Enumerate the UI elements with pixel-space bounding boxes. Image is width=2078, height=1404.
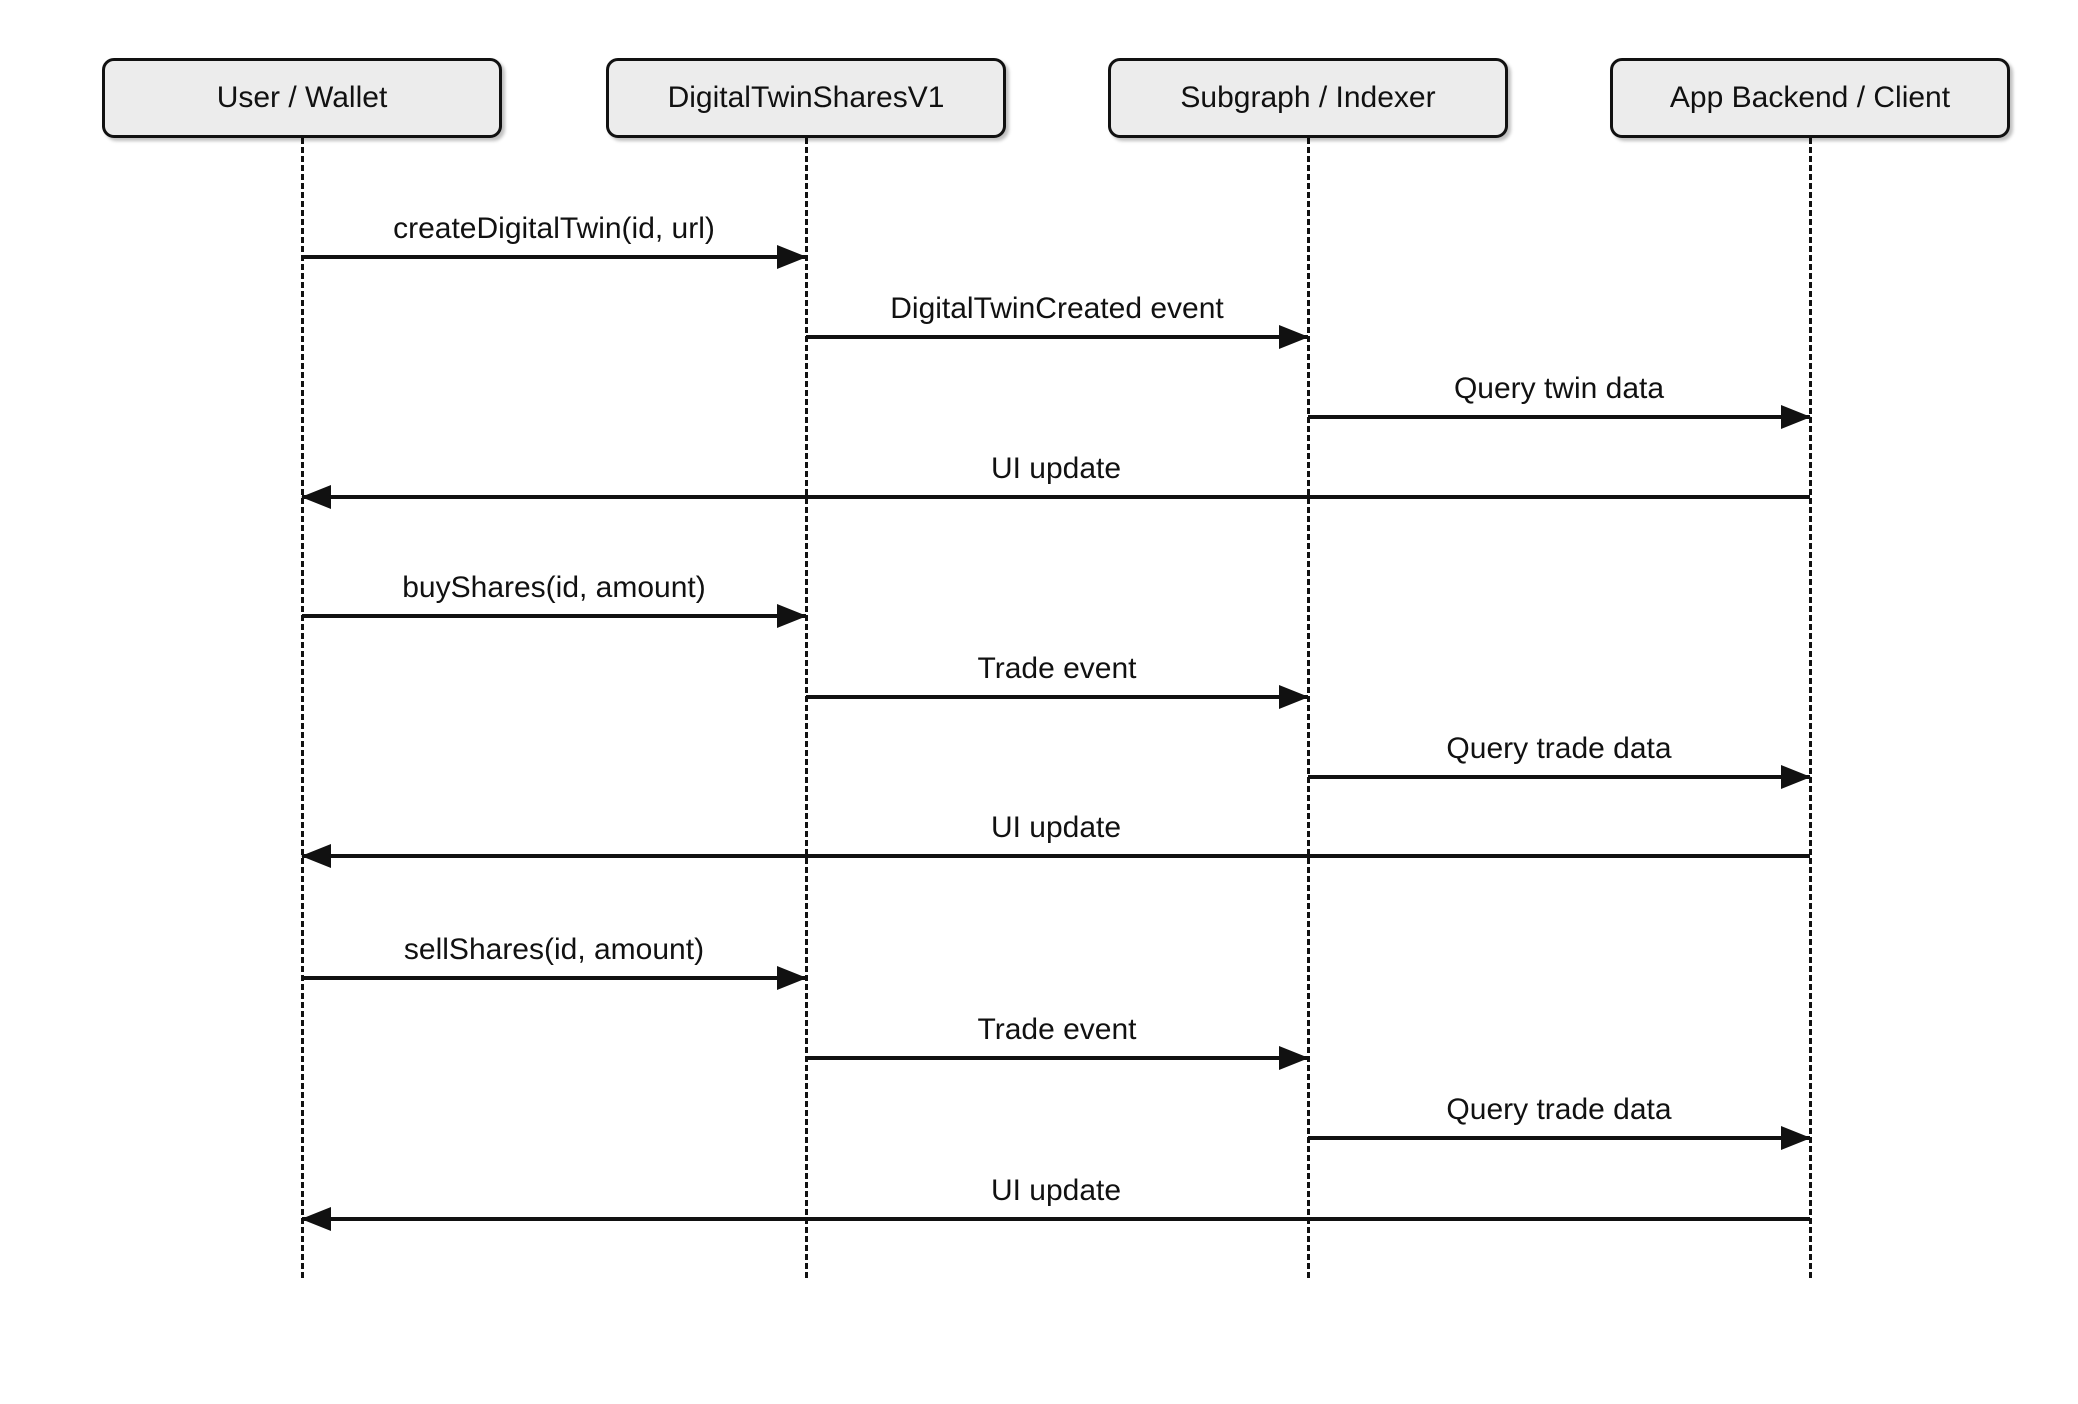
message-line xyxy=(1308,415,1810,419)
message-label: Query trade data xyxy=(1446,1093,1672,1126)
message-line xyxy=(1308,775,1810,779)
arrowhead-right-icon xyxy=(1279,685,1309,709)
actor-box-user-wallet: User / Wallet xyxy=(102,58,502,138)
message-line xyxy=(806,695,1308,699)
message-label: createDigitalTwin(id, url) xyxy=(393,212,715,245)
arrowhead-left-icon xyxy=(301,485,331,509)
message-line xyxy=(302,1217,1810,1221)
lifeline-digital-twin-shares xyxy=(804,138,808,1278)
arrowhead-right-icon xyxy=(1279,1046,1309,1070)
arrowhead-left-icon xyxy=(301,1207,331,1231)
message-line xyxy=(1308,1136,1810,1140)
arrowhead-right-icon xyxy=(1781,765,1811,789)
actor-label: App Backend / Client xyxy=(1669,81,1951,114)
message-line xyxy=(302,255,806,259)
message-line xyxy=(302,854,1810,858)
message-label: Query trade data xyxy=(1446,732,1672,765)
actor-box-digital-twin-shares: DigitalTwinSharesV1 xyxy=(606,58,1006,138)
actor-box-app-backend-client: App Backend / Client xyxy=(1610,58,2010,138)
message-label: Trade event xyxy=(977,652,1137,685)
actor-label: Subgraph / Indexer xyxy=(1180,81,1436,114)
message-label: Query twin data xyxy=(1453,372,1665,405)
arrowhead-right-icon xyxy=(777,604,807,628)
message-label: UI update xyxy=(990,452,1122,485)
arrowhead-right-icon xyxy=(1781,1126,1811,1150)
arrowhead-right-icon xyxy=(777,966,807,990)
message-line xyxy=(302,976,806,980)
message-line xyxy=(302,495,1810,499)
arrowhead-left-icon xyxy=(301,844,331,868)
actor-box-subgraph-indexer: Subgraph / Indexer xyxy=(1108,58,1508,138)
actor-label: User / Wallet xyxy=(216,81,388,114)
message-label: buyShares(id, amount) xyxy=(402,571,706,604)
arrowhead-right-icon xyxy=(777,245,807,269)
arrowhead-right-icon xyxy=(1279,325,1309,349)
message-label: UI update xyxy=(990,811,1122,844)
message-line xyxy=(806,1056,1308,1060)
message-line xyxy=(806,335,1308,339)
message-label: DigitalTwinCreated event xyxy=(890,292,1224,325)
arrowhead-right-icon xyxy=(1781,405,1811,429)
actor-label: DigitalTwinSharesV1 xyxy=(667,81,945,114)
lifeline-user-wallet xyxy=(300,138,304,1278)
message-label: sellShares(id, amount) xyxy=(403,933,705,966)
message-label: Trade event xyxy=(977,1013,1137,1046)
lifeline-app-backend-client xyxy=(1808,138,1812,1278)
message-label: UI update xyxy=(990,1174,1122,1207)
message-line xyxy=(302,614,806,618)
